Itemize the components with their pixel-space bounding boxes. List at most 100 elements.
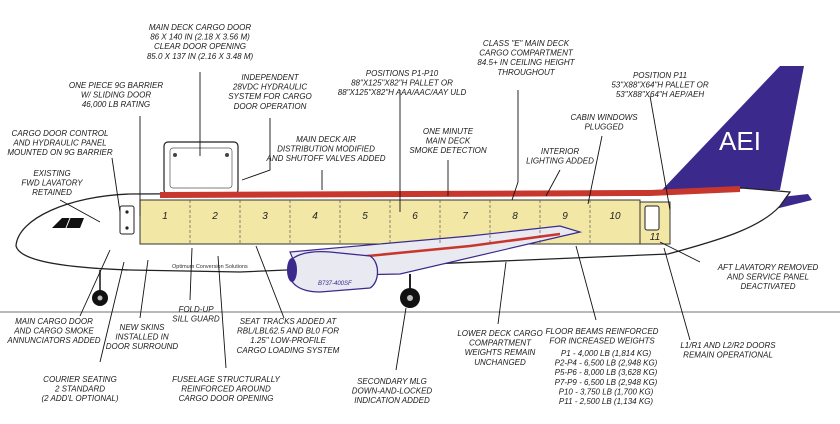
callout-line: FLOOR BEAMS REINFORCED <box>546 327 659 336</box>
nose-gear-hub <box>97 295 103 301</box>
callout-line: CLEAR DOOR OPENING <box>154 42 246 51</box>
cargo-position-label: 6 <box>412 211 418 222</box>
callout-line: FWD LAVATORY <box>21 179 83 188</box>
leader <box>139 259 149 319</box>
callout-line: THROUGHOUT <box>497 68 555 77</box>
fwd-door-handle <box>125 226 129 230</box>
callout-line: MAIN DECK AIR <box>296 135 356 144</box>
callout-line: DOOR SURROUND <box>106 342 179 351</box>
callout-line: SEAT TRACKS ADDED AT <box>240 317 338 326</box>
callout-line: FOR INCREASED WEIGHTS <box>549 337 655 346</box>
callout-line: MAIN DECK CARGO DOOR <box>149 23 251 32</box>
callout-line: REMAIN OPERATIONAL <box>683 351 773 360</box>
callout-line: CLASS "E" MAIN DECK <box>483 39 570 48</box>
engine-inlet <box>287 258 297 282</box>
leader <box>189 247 193 301</box>
callout-line: SILL GUARD <box>172 315 220 324</box>
callout-line: 2 STANDARD <box>54 385 105 394</box>
callout-line: P10 - 3,750 LB (1,700 KG) <box>559 387 654 396</box>
tail-fin <box>660 66 804 192</box>
callout-line: INTERIOR <box>541 147 579 156</box>
callout-line: P7-P9 - 6,500 LB (2,948 KG) <box>555 378 658 387</box>
callout-line: FUSELAGE STRUCTURALLY <box>172 375 280 384</box>
callout-line: WEIGHTS REMAIN <box>465 348 536 357</box>
cargo-position-label: 1 <box>162 211 168 222</box>
leader <box>241 118 271 181</box>
callout-line: RBL/LBL62.5 AND BL0 FOR <box>237 327 339 336</box>
leader <box>217 255 227 369</box>
callout-line: CARGO COMPARTMENT <box>479 49 574 58</box>
callout-line: EXISTING <box>33 169 70 178</box>
callout-line: POSITION P11 <box>633 71 687 80</box>
cargo-position-label: 2 <box>211 211 218 222</box>
callout-line: 86 X 140 IN (2.18 X 3.56 M) <box>150 33 250 42</box>
leader <box>111 157 121 213</box>
callout-line: AND HYDRAULIC PANEL <box>12 139 106 148</box>
callout-line: SECONDARY MLG <box>357 377 427 386</box>
callout-line: AND SHUTOFF VALVES ADDED <box>266 154 386 163</box>
callout-line: CARGO DOOR CONTROL <box>12 129 109 138</box>
callout-line: 28VDC HYDRAULIC <box>232 83 307 92</box>
callout-line: L1/R1 AND L2/R2 DOORS <box>680 341 776 350</box>
callout-line: PLUGGED <box>584 123 623 132</box>
aei-logo: AEI <box>719 126 761 156</box>
callout-line: P5-P6 - 8,000 LB (3,628 KG) <box>555 368 658 377</box>
open-cargo-door-inner <box>169 147 233 189</box>
cargo-position-label: 4 <box>312 211 318 222</box>
callout-line: SYSTEM FOR CARGO <box>228 92 312 101</box>
cargo-position-label: 3 <box>262 211 268 222</box>
cargo-position-label: 10 <box>609 211 621 222</box>
leader <box>649 95 671 211</box>
callout-line: 46,000 LB RATING <box>82 100 150 109</box>
callout-line: 84.5+ IN CEILING HEIGHT <box>477 58 575 67</box>
callout-line: COURIER SEATING <box>43 375 117 384</box>
callout-line: NEW SKINS <box>120 323 166 332</box>
callout-line: COMPARTMENT <box>469 339 532 348</box>
callout-line: DOWN-AND-LOCKED <box>352 387 433 396</box>
callout-line: POSITIONS P1-P10 <box>366 69 439 78</box>
fuselage-stripe <box>160 186 740 198</box>
fwd-door-handle <box>125 210 129 214</box>
callout-line: ONE PIECE 9G BARRIER <box>69 81 163 90</box>
callout-line: CABIN WINDOWS <box>570 113 638 122</box>
leader <box>79 249 111 317</box>
callout-line: REINFORCED AROUND <box>181 385 271 394</box>
callout-line: INSTALLED IN <box>115 333 168 342</box>
callout-line: MAIN CARGO DOOR <box>15 317 93 326</box>
callout-line: CARGO DOOR OPENING <box>179 394 274 403</box>
callout-line: CARGO LOADING SYSTEM <box>237 346 340 355</box>
callout-line: INDICATION ADDED <box>354 396 430 405</box>
callout-line: 53"X88"X64"H AEP/AEH <box>616 90 704 99</box>
cockpit-frame <box>65 217 71 229</box>
leader <box>395 307 407 371</box>
door-latch <box>225 153 229 157</box>
callout-line: 53"X88"X64"H PALLET OR <box>611 81 709 90</box>
open-cargo-door <box>163 141 239 195</box>
leader <box>587 135 603 205</box>
leader <box>511 90 519 201</box>
leader-lines <box>59 72 701 371</box>
leader <box>545 169 561 197</box>
leader <box>497 261 507 325</box>
cargo-position-label: 5 <box>362 211 368 222</box>
callout-line: ONE MINUTE <box>423 127 474 136</box>
callout-line: DISTRIBUTION MODIFIED <box>277 145 375 154</box>
cargo-position-label: 7 <box>462 211 468 222</box>
